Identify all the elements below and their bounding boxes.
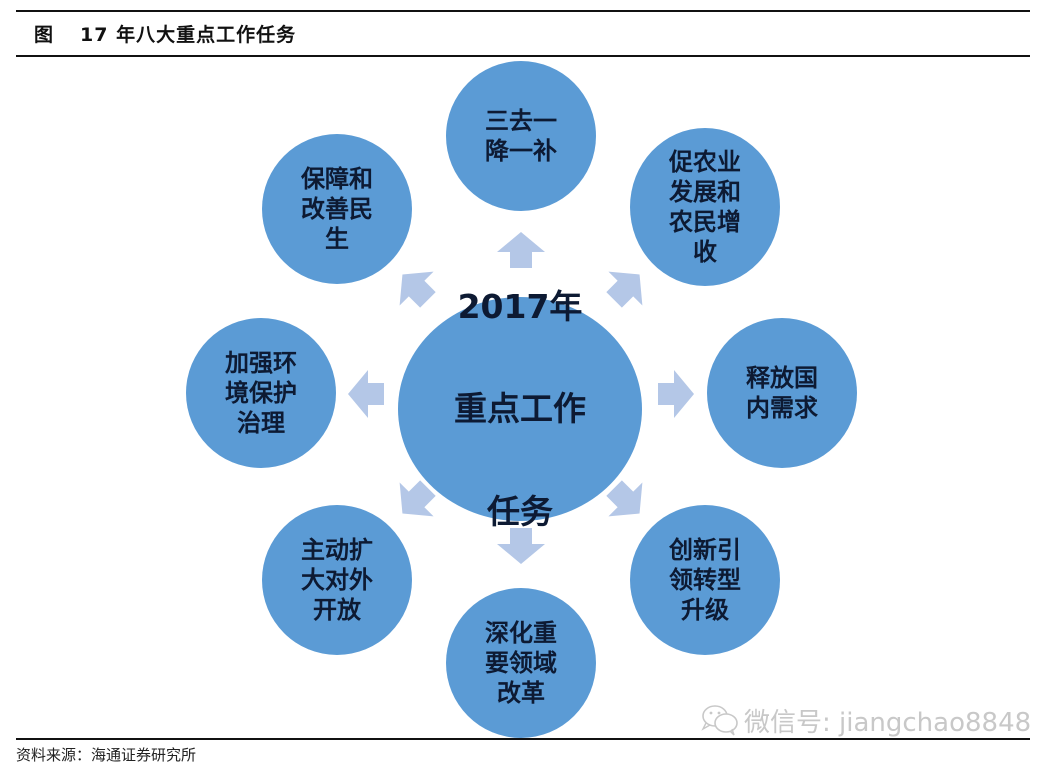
center-line2: 重点工作 <box>454 389 586 429</box>
top-rule <box>16 10 1030 12</box>
task-node-top-left: 保障和 改善民 生 <box>262 134 412 284</box>
task-text: 保障和 改善民 生 <box>301 164 373 253</box>
task-node-top-right: 促农业 发展和 农民增 收 <box>630 128 780 286</box>
watermark-text: 微信号: jiangchao8848 <box>744 708 1032 738</box>
task-text: 深化重 要领域 改革 <box>485 618 557 707</box>
arrow-down-right-icon <box>606 480 643 517</box>
wechat-icon <box>700 703 740 744</box>
center-line3: 任务 <box>487 491 553 531</box>
figure-label: 图 <box>34 24 55 46</box>
figure-title-text: 17 年八大重点工作任务 <box>80 24 297 46</box>
task-text: 主动扩 大对外 开放 <box>301 535 373 624</box>
task-node-bottom: 深化重 要领域 改革 <box>446 588 596 738</box>
bottom-rule <box>16 738 1030 740</box>
center-node: 2017年 重点工作 任务 <box>398 287 642 531</box>
arrow-down-icon <box>497 528 545 564</box>
arrow-up-icon <box>497 232 545 268</box>
task-node-bottom-right: 创新引 领转型 升级 <box>630 505 780 655</box>
task-text: 创新引 领转型 升级 <box>669 535 741 624</box>
arrow-up-right-icon <box>606 271 643 308</box>
arrow-down-left-icon <box>399 480 436 517</box>
task-node-right: 释放国 内需求 <box>707 318 857 468</box>
arrow-up-left-icon <box>399 271 436 308</box>
source-note: 资料来源：海通证券研究所 <box>16 746 197 764</box>
center-year: 2017年 <box>457 287 583 327</box>
task-text: 加强环 境保护 治理 <box>225 348 297 437</box>
task-text: 促农业 发展和 农民增 收 <box>669 147 741 266</box>
watermark: 微信号: jiangchao8848 <box>700 702 1031 744</box>
task-node-bottom-left: 主动扩 大对外 开放 <box>262 505 412 655</box>
task-node-top: 三去一 降一补 <box>446 61 596 211</box>
task-text: 三去一 降一补 <box>485 106 557 165</box>
task-node-left: 加强环 境保护 治理 <box>186 318 336 468</box>
task-text: 释放国 内需求 <box>746 363 818 422</box>
arrow-right-icon <box>658 370 694 418</box>
arrow-left-icon <box>348 370 384 418</box>
figure-title: 图 17 年八大重点工作任务 <box>34 20 296 47</box>
title-rule <box>16 55 1030 57</box>
